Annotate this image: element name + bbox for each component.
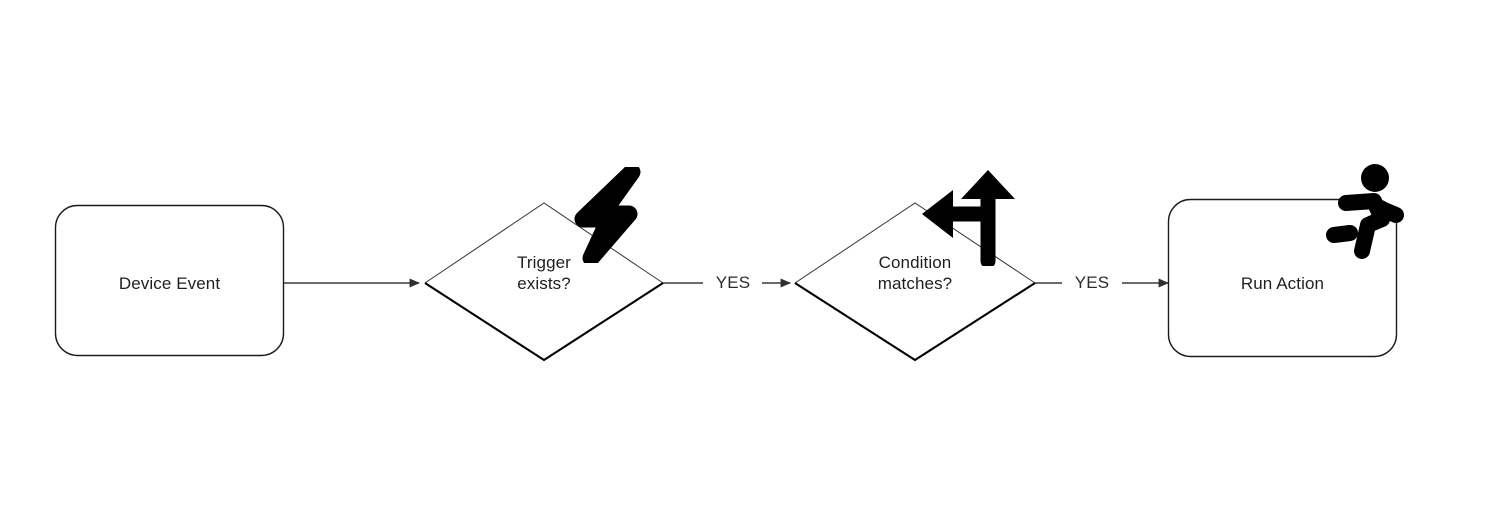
running-person-icon [1322,163,1408,261]
node-condition-matches-edge-heavy [794,282,1036,362]
split-arrow-icon [918,166,1022,266]
edge-label-yes-2: YES [1074,273,1110,292]
node-device-event-shape[interactable] [54,204,285,357]
edge-label-yes-1: YES [715,273,751,292]
lightning-bolt-icon [569,167,651,263]
node-trigger-exists-edge-heavy [424,282,664,362]
node-trigger-exists-edge-light [424,202,664,284]
